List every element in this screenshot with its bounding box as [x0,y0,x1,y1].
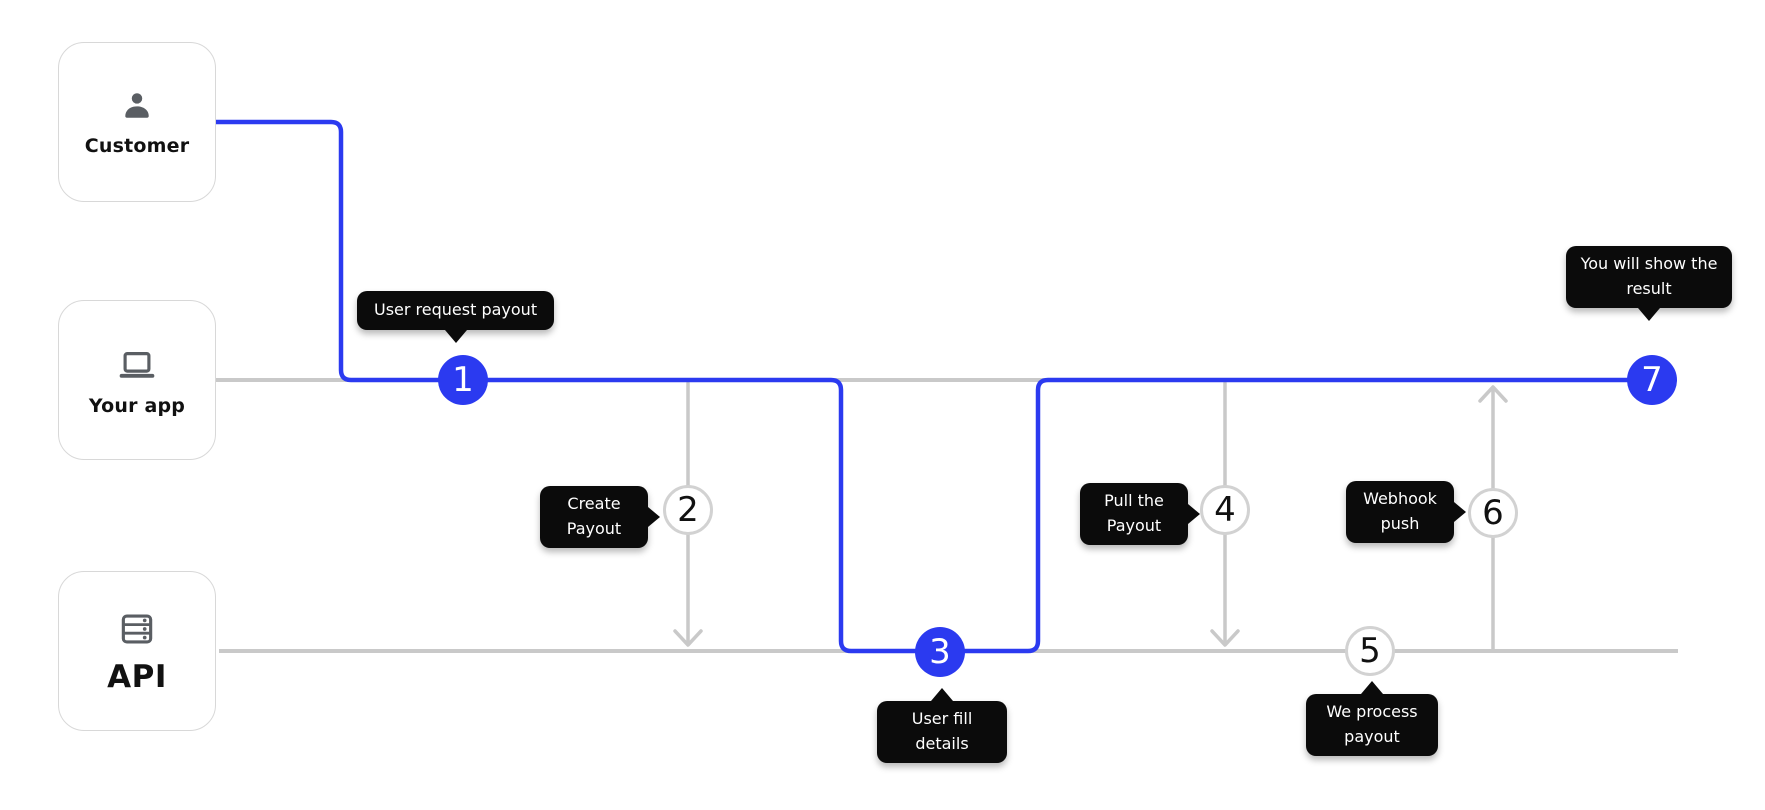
tooltip-step-7: You will show the result [1566,246,1732,308]
step-6-marker[interactable]: 6 [1468,488,1518,538]
step-1-marker[interactable]: 1 [438,355,488,405]
actor-card-customer: Customer [58,42,216,202]
tooltip-step-2: Create Payout [540,486,648,548]
step-3-marker[interactable]: 3 [915,627,965,677]
actor-card-your-app: Your app [58,300,216,460]
tooltip-step-6: Webhook push [1346,481,1454,543]
tooltip-step-3: User fill details [877,701,1007,763]
laptop-icon [119,351,155,378]
person-icon [125,92,149,118]
step-2-marker[interactable]: 2 [663,485,713,535]
actor-label: Customer [84,134,190,157]
step-5-marker[interactable]: 5 [1345,626,1395,676]
tooltip-step-5: We process payout [1306,694,1438,756]
step-4-marker[interactable]: 4 [1200,485,1250,535]
actor-label: API [107,658,167,695]
tooltip-step-4: Pull the Payout [1080,483,1188,545]
step-7-marker[interactable]: 7 [1627,355,1677,405]
actor-card-api: API [58,571,216,731]
server-icon [121,613,153,644]
tooltip-step-1: User request payout [357,291,555,330]
active-flow-path [215,119,1652,654]
actor-label: Your app [88,394,186,417]
